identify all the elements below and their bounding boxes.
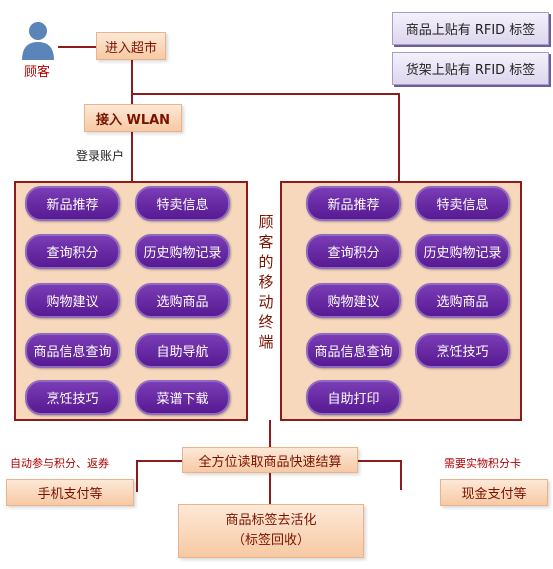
left-pill-cooking-tips: 烹饪技巧: [25, 380, 120, 415]
left-pill-self-navigation: 自助导航: [135, 333, 230, 368]
mobile-pay-box: 手机支付等: [6, 479, 134, 506]
cash-pay-box: 现金支付等: [440, 479, 548, 506]
customer-label: 顾客: [24, 65, 51, 80]
right-pill-shopping-advice: 购物建议: [306, 283, 401, 318]
right-pill-query-points: 查询积分: [306, 234, 401, 269]
left-pill-recipe-download: 菜谱下载: [135, 380, 230, 415]
customer-icon: [20, 20, 56, 62]
tag-deactivation-line2: （标签回收）: [231, 533, 310, 548]
right-pill-special-offers: 特卖信息: [415, 186, 510, 221]
left-pill-special-offers: 特卖信息: [135, 186, 230, 221]
right-note: 需要实物积分卡: [444, 457, 521, 470]
enter-store-box: 进入超市: [96, 32, 166, 60]
left-pill-shopping-advice: 购物建议: [25, 283, 120, 318]
left-pill-purchase-history: 历史购物记录: [135, 234, 230, 269]
left-pill-new-products: 新品推荐: [25, 186, 120, 221]
right-pill-new-products: 新品推荐: [306, 186, 401, 221]
right-pill-purchase-history: 历史购物记录: [415, 234, 510, 269]
right-pill-product-info-query: 商品信息查询: [306, 333, 401, 368]
login-account-label: 登录账户: [76, 149, 125, 163]
right-pill-self-print: 自助打印: [306, 380, 401, 415]
tag-deactivation-box: 商品标签去活化 （标签回收）: [178, 504, 364, 558]
product-rfid-tag-box: 商品上贴有 RFID 标签: [392, 12, 549, 45]
checkout-box: 全方位读取商品快速结算: [182, 447, 358, 473]
tag-deactivation-line1: 商品标签去活化: [225, 513, 317, 528]
access-wlan-box: 接入 WLAN: [84, 104, 182, 132]
right-pill-select-products: 选购商品: [415, 283, 510, 318]
left-pill-select-products: 选购商品: [135, 283, 230, 318]
left-note: 自动参与积分、返券: [10, 457, 109, 470]
mobile-terminal-label: 顾客的移动终端: [258, 213, 274, 351]
left-pill-query-points: 查询积分: [25, 234, 120, 269]
right-pill-cooking-tips: 烹饪技巧: [415, 333, 510, 368]
shelf-rfid-tag-box: 货架上贴有 RFID 标签: [392, 52, 549, 85]
left-pill-product-info-query: 商品信息查询: [25, 333, 120, 368]
